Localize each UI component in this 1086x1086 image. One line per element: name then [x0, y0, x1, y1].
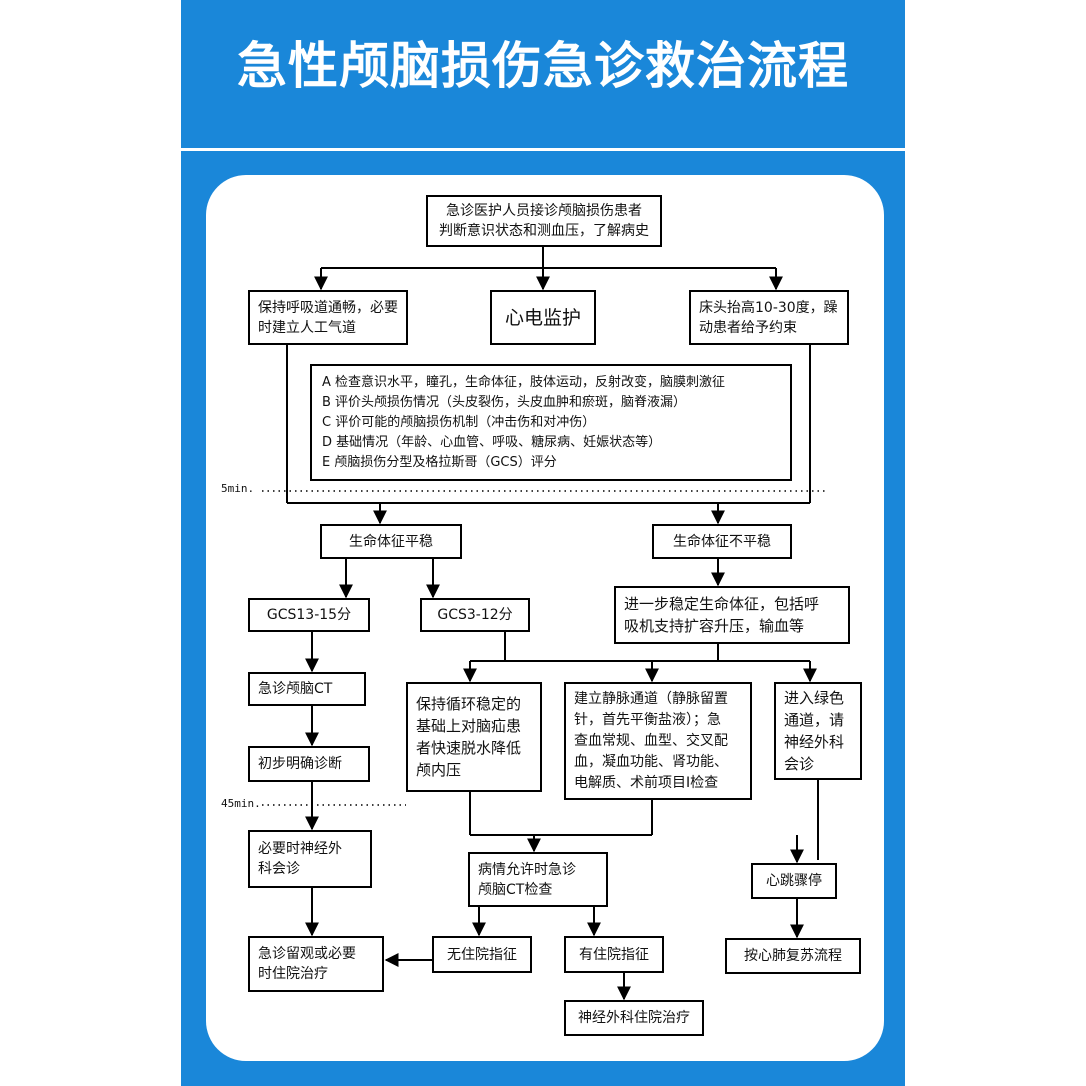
assessment-item-a: A 检查意识水平，瞳孔，生命体征，肢体运动，反射改变，脑膜刺激征 [322, 374, 726, 390]
green-line-3: 神经外科 [784, 733, 845, 751]
green-line-2: 通道，请 [784, 711, 845, 729]
emergency-ct-label: 急诊颅脑CT [258, 681, 333, 697]
neuro-consult-line-1: 必要时神经外 [258, 841, 342, 857]
circ-line-4: 颅内压 [416, 761, 462, 779]
stabilize-line-2: 吸机支持扩容升压，输血等 [624, 617, 805, 635]
title-divider [181, 148, 905, 151]
assessment-item-b: B 评价头颅损伤情况（头皮裂伤，头皮血肿和瘀斑，脑脊液漏） [322, 394, 687, 410]
airway-line-2: 时建立人工气道 [258, 319, 356, 336]
iv-access-node: 建立静脉通道（静脉留置 针，首先平衡盐液）；急 查血常规、血型、交叉配 血，凝血… [564, 682, 752, 800]
iv-line-1: 建立静脉通道（静脉留置 [574, 690, 728, 707]
cardiac-arrest-label: 心跳骤停 [766, 873, 822, 889]
ecg-label: 心电监护 [504, 306, 581, 329]
assessment-item-d: D 基础情况（年龄、心血管、呼吸、糖尿病、妊娠状态等） [322, 434, 662, 450]
assessment-item-c: C 评价可能的颅脑损伤机制（冲击伤和对冲伤） [322, 414, 596, 430]
circulation-dehydration-node: 保持循环稳定的 基础上对脑疝患 者快速脱水降低 颅内压 [406, 682, 542, 792]
vitals-stable-node: 生命体征平稳 [320, 524, 462, 559]
start-line-2: 判断意识状态和测血压，了解病史 [439, 223, 649, 239]
observe-line-2: 时住院治疗 [258, 966, 328, 982]
observation-node: 急诊留观或必要 时住院治疗 [248, 936, 384, 992]
preliminary-diagnosis-node: 初步明确诊断 [248, 746, 370, 782]
ct-allowed-line-2: 颅脑CT检查 [478, 881, 553, 898]
bed-line-1: 床头抬高10-30度，躁 [699, 299, 838, 316]
no-admission-node: 无住院指征 [432, 936, 532, 973]
prelim-dx-label: 初步明确诊断 [258, 756, 342, 772]
circ-line-1: 保持循环稳定的 [416, 695, 522, 713]
no-admit-label: 无住院指征 [447, 946, 517, 963]
neurosurgery-ward-node: 神经外科住院治疗 [564, 1000, 704, 1036]
iv-line-4: 血，凝血功能、肾功能、 [574, 753, 728, 770]
assessment-item-e: E 颅脑损伤分型及格拉斯哥（GCS）评分 [322, 454, 557, 470]
gcs-3-12-node: GCS3-12分 [420, 598, 530, 632]
ecg-monitor-node: 心电监护 [490, 290, 596, 345]
ct-if-allowed-node: 病情允许时急诊 颅脑CT检查 [468, 852, 608, 907]
airway-node: 保持呼吸道通畅，必要 时建立人工气道 [248, 290, 408, 345]
green-channel-node: 进入绿色 通道，请 神经外科 会诊 [774, 682, 862, 780]
observe-line-1: 急诊留观或必要 [258, 946, 356, 962]
assessment-node: A 检查意识水平，瞳孔，生命体征，肢体运动，反射改变，脑膜刺激征 B 评价头颅损… [310, 364, 792, 481]
page-title: 急性颅脑损伤急诊救治流程 [237, 37, 849, 95]
circ-line-2: 基础上对脑疝患 [416, 717, 522, 735]
neuro-ward-label: 神经外科住院治疗 [578, 1010, 690, 1026]
gcs-high-label: GCS13-15分 [266, 607, 352, 623]
vitals-unstable-node: 生命体征不平稳 [652, 524, 792, 559]
green-line-1: 进入绿色 [784, 689, 845, 707]
time-label-5min: 5min. [221, 482, 255, 495]
neuro-consult-node: 必要时神经外 科会诊 [248, 830, 372, 888]
neuro-consult-line-2: 科会诊 [258, 861, 300, 877]
stable-label: 生命体征平稳 [349, 533, 433, 550]
iv-line-5: 电解质、术前项目I检查 [574, 774, 719, 791]
bed-elevation-node: 床头抬高10-30度，躁 动患者给予约束 [689, 290, 849, 345]
title-band: 急性颅脑损伤急诊救治流程 [181, 0, 905, 148]
airway-line-1: 保持呼吸道通畅，必要 [258, 299, 398, 316]
emergency-ct-node: 急诊颅脑CT [248, 672, 366, 706]
admission-node: 有住院指征 [564, 936, 664, 973]
ct-allowed-line-1: 病情允许时急诊 [478, 861, 576, 878]
start-node: 急诊医护人员接诊颅脑损伤患者 判断意识状态和测血压，了解病史 [426, 195, 662, 247]
iv-line-2: 针，首先平衡盐液）；急 [574, 711, 721, 728]
gcs-low-label: GCS3-12分 [437, 607, 513, 623]
stabilize-vitals-node: 进一步稳定生命体征，包括呼 吸机支持扩容升压，输血等 [614, 586, 850, 644]
time-label-45min: 45min. [221, 797, 261, 810]
green-line-4: 会诊 [784, 755, 815, 773]
cpr-node: 按心肺复苏流程 [725, 938, 861, 974]
stabilize-line-1: 进一步稳定生命体征，包括呼 [624, 595, 820, 613]
start-line-1: 急诊医护人员接诊颅脑损伤患者 [446, 203, 642, 219]
admit-label: 有住院指征 [579, 946, 649, 963]
cpr-label: 按心肺复苏流程 [744, 948, 842, 964]
cardiac-arrest-node: 心跳骤停 [751, 863, 837, 899]
gcs-13-15-node: GCS13-15分 [248, 598, 370, 632]
iv-line-3: 查血常规、血型、交叉配 [574, 732, 728, 749]
unstable-label: 生命体征不平稳 [673, 533, 771, 550]
circ-line-3: 者快速脱水降低 [416, 739, 522, 757]
bed-line-2: 动患者给予约束 [699, 319, 797, 336]
